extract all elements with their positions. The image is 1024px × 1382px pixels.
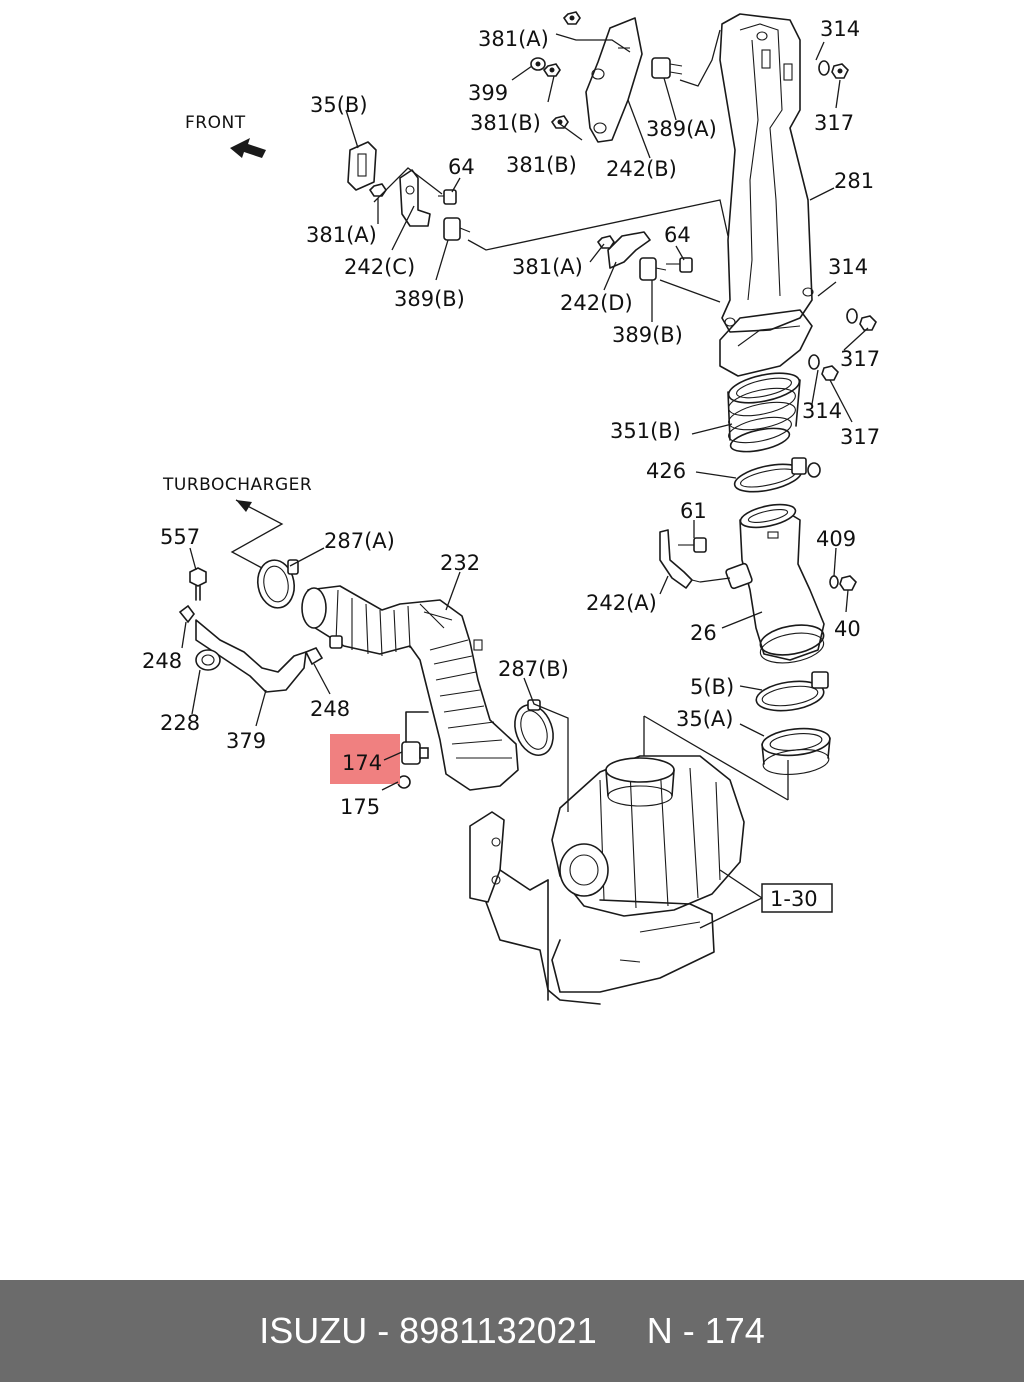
clamp-287a: [256, 559, 299, 609]
highlight-174: [330, 734, 400, 784]
front-arrow-icon: [230, 138, 266, 158]
clip-248-a: [178, 604, 195, 624]
label-389b-b: 389(B): [612, 323, 683, 347]
nut-381a-low: [596, 235, 615, 249]
pipe-379: [195, 619, 307, 693]
label-389a: 389(A): [646, 117, 717, 141]
mount-389b-b: [639, 257, 667, 281]
washer-314-b: [846, 308, 858, 324]
label-381a-mid: 381(A): [306, 223, 377, 247]
footer-part-number: ISUZU - 8981132021 N - 174: [259, 1310, 765, 1351]
label-232: 232: [440, 551, 480, 575]
nut-40: [839, 575, 857, 591]
label-64-a: 64: [448, 155, 475, 179]
label-242b: 242(B): [606, 157, 677, 181]
clamp-5b: [755, 671, 829, 712]
mount-389b-a: [443, 217, 471, 241]
nut-317-top: [831, 63, 849, 79]
label-381b-1: 381(B): [470, 111, 541, 135]
ring-35a: [761, 727, 831, 775]
label-314-a: 314: [820, 17, 860, 41]
label-314-b: 314: [828, 255, 868, 279]
label-317-c: 317: [840, 425, 880, 449]
label-242c: 242(C): [344, 255, 415, 279]
cleaner-bracket: [469, 811, 601, 1005]
parts-diagram: FRONT TURBOCHARGER: [142, 11, 880, 1005]
footer-bar: ISUZU - 8981132021 N - 174: [0, 1280, 1024, 1382]
label-379: 379: [226, 729, 266, 753]
nut-317-b: [859, 315, 877, 331]
label-557: 557: [160, 525, 200, 549]
label-409: 409: [816, 527, 856, 551]
label-242d: 242(D): [560, 291, 633, 315]
grommet-228: [195, 649, 221, 671]
turbocharger-direction-line: [230, 499, 284, 569]
nut-381a-mid: [368, 183, 387, 197]
clamp-426: [733, 457, 821, 493]
intake-duct-281: [719, 13, 814, 377]
ref-label-1-30: 1-30: [770, 887, 818, 911]
front-caption: FRONT: [185, 113, 246, 133]
washer-314-c: [808, 354, 820, 370]
label-35a: 35(A): [676, 707, 733, 731]
label-228: 228: [160, 711, 200, 735]
label-317-b: 317: [840, 347, 880, 371]
label-242a: 242(A): [586, 591, 657, 615]
turbocharger-caption: TURBOCHARGER: [162, 475, 312, 495]
label-287a: 287(A): [324, 529, 395, 553]
label-314-c: 314: [802, 399, 842, 423]
label-381a-top: 381(A): [478, 27, 549, 51]
clamp-287b: [514, 699, 554, 756]
label-381a-low: 381(A): [512, 255, 583, 279]
nut-381b-1: [542, 63, 561, 77]
label-248-a: 248: [142, 649, 182, 673]
label-175: 175: [340, 795, 380, 819]
label-174: 174: [342, 751, 382, 775]
washer-409: [829, 575, 839, 589]
label-64-b: 64: [664, 223, 691, 247]
label-5b: 5(B): [690, 675, 734, 699]
elbow-pipe-26: [725, 503, 825, 664]
label-351b: 351(B): [610, 419, 681, 443]
hose-232: [301, 585, 519, 791]
air-cleaner-body: [551, 755, 745, 993]
turbocharger-arrow-icon: [236, 500, 252, 512]
washer-314-top: [818, 60, 830, 76]
bolt-64-b: [666, 257, 693, 273]
nut-381a-top: [562, 11, 581, 25]
bolt-64-a: [438, 189, 457, 205]
bracket-242b: [585, 17, 643, 143]
washer-399: [530, 57, 546, 71]
nut-317-c: [821, 365, 839, 381]
label-248-b: 248: [310, 697, 350, 721]
label-399: 399: [468, 81, 508, 105]
ref-box-1-30: [761, 883, 833, 913]
label-426: 426: [646, 459, 686, 483]
bracket-242c: [399, 169, 431, 227]
nut-381b-2: [550, 115, 569, 129]
label-389b-a: 389(B): [394, 287, 465, 311]
label-35b: 35(B): [310, 93, 368, 117]
label-381b-2: 381(B): [506, 153, 577, 177]
bellows-351b: [727, 372, 801, 453]
label-287b: 287(B): [498, 657, 569, 681]
clip-248-b: [304, 647, 324, 666]
label-40: 40: [834, 617, 861, 641]
bolt-61: [678, 537, 707, 553]
bracket-35b: [347, 141, 377, 191]
sensor-174: [401, 711, 429, 765]
bracket-242d: [607, 231, 651, 269]
label-281: 281: [834, 169, 874, 193]
label-317-a: 317: [814, 111, 854, 135]
label-61: 61: [680, 499, 707, 523]
mount-389a: [651, 57, 683, 79]
bracket-242a: [659, 529, 701, 589]
bolt-557: [189, 567, 207, 601]
label-26: 26: [690, 621, 717, 645]
